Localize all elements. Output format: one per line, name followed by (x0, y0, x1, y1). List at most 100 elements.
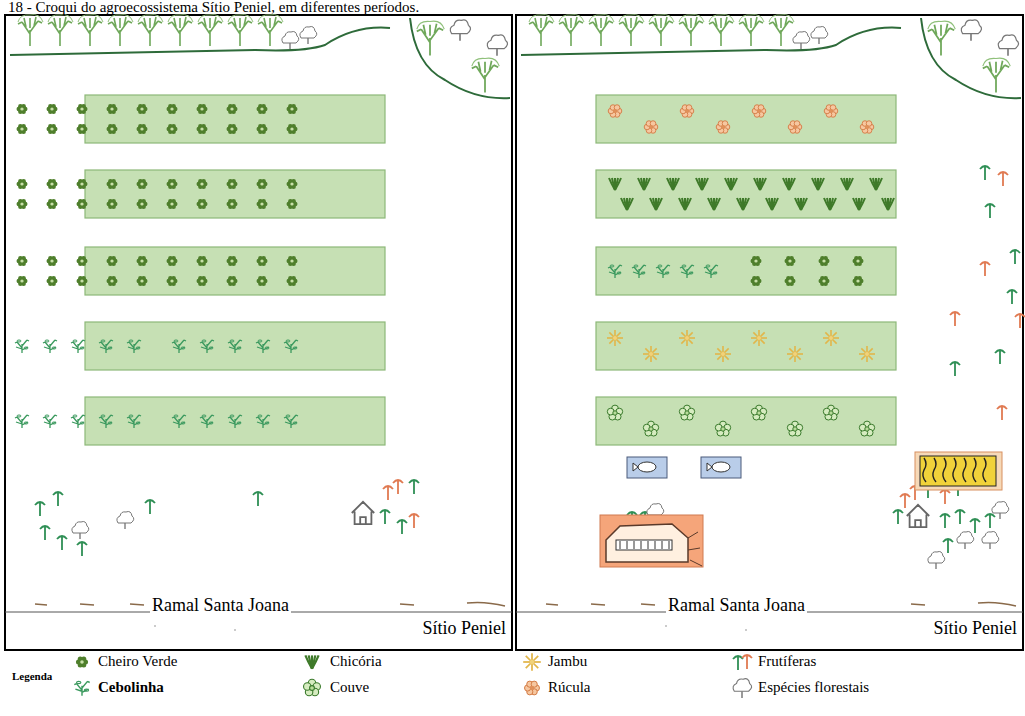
bigtree-icon (619, 15, 644, 46)
fish-tank (627, 457, 667, 478)
map-label: Sítio Peniel (420, 618, 508, 639)
cheiro-icon (167, 256, 178, 266)
fruit-icon (985, 514, 995, 528)
fruit-icon (253, 492, 263, 506)
couve-icon (751, 405, 766, 420)
forest-icon (450, 20, 470, 41)
cebolinha-icon (284, 415, 298, 428)
cheiro-icon (17, 256, 28, 266)
crop-bed (596, 95, 896, 143)
bigtree-icon (529, 15, 554, 46)
map-label: Sítio Peniel (931, 618, 1019, 639)
fruitO-icon (742, 655, 752, 669)
bigtree-icon (649, 15, 674, 46)
cebolinha-icon (656, 265, 670, 278)
chicoria-icon (795, 198, 807, 210)
cheiro-icon (227, 104, 238, 114)
crop-bed (596, 322, 896, 370)
cheiro-icon (167, 104, 178, 114)
site-panel (516, 15, 1025, 650)
cheiro-icon (257, 179, 268, 189)
bigtree-icon (983, 58, 1011, 93)
fruit-icon (980, 166, 990, 180)
fruitO-icon (1015, 314, 1025, 328)
cebolinha-icon (256, 415, 270, 428)
crop-bed (596, 397, 896, 445)
couve-icon (679, 405, 694, 420)
forest-icon (282, 32, 299, 50)
fruit-icon (380, 510, 390, 524)
bigtree-icon (138, 15, 163, 46)
cheiro-icon (76, 656, 88, 667)
fruit-icon (35, 502, 45, 516)
chicoria-icon (667, 178, 679, 190)
bigtree-icon (709, 15, 734, 46)
forest-icon (982, 532, 999, 550)
rucula-icon (752, 105, 766, 118)
jambu-icon (715, 346, 731, 362)
cebolinha-icon (228, 415, 242, 428)
fruit-icon (145, 500, 155, 514)
crop-bed (85, 322, 385, 370)
bigtree-icon (78, 15, 103, 46)
house-icon (352, 502, 374, 524)
cheiro-icon (17, 104, 28, 114)
cebolinha-icon (680, 265, 694, 278)
couve-icon (607, 405, 622, 420)
bigtree-icon (258, 15, 283, 46)
cebolinha-icon (632, 265, 646, 278)
legend-label: Cebolinha (98, 679, 164, 696)
fruit-icon (943, 539, 953, 553)
couve-icon (304, 679, 321, 695)
chicoria-icon (679, 198, 691, 210)
cheiro-icon (257, 199, 268, 209)
cebolinha-icon (256, 340, 270, 353)
legend-label: Espécies florestais (758, 679, 869, 696)
fruitO-icon (409, 514, 419, 528)
crop-bed (596, 170, 896, 218)
fruit-icon (53, 492, 63, 506)
cheiro-icon (197, 104, 208, 114)
chicoria-icon (853, 198, 865, 210)
cheiro-icon (751, 276, 762, 286)
cheiro-icon (137, 124, 148, 134)
cheiro-icon (819, 276, 830, 286)
legend-label: Jambu (548, 653, 587, 670)
legend-icons (74, 653, 752, 698)
fruitO-icon (950, 312, 960, 326)
cheiro-icon (257, 124, 268, 134)
cheiro-icon (77, 104, 88, 114)
cheiro-icon (751, 256, 762, 266)
rucula-icon (680, 105, 694, 118)
cebolinha-icon (172, 415, 186, 428)
forest-icon (487, 35, 507, 56)
cheiro-icon (197, 199, 208, 209)
bigtree-icon (48, 15, 73, 46)
cheiro-icon (819, 256, 830, 266)
cheiro-icon (47, 199, 58, 209)
jambu-icon (859, 346, 875, 362)
cheiro-icon (137, 199, 148, 209)
cebolinha-icon (71, 340, 85, 353)
forest-icon (992, 502, 1009, 520)
cebolinha-icon (99, 340, 113, 353)
fruitO-icon (383, 486, 393, 500)
crop-bed (85, 247, 385, 295)
forest-icon (72, 522, 89, 540)
legend-label: Rúcula (548, 679, 591, 696)
bigtree-icon (198, 15, 223, 46)
rucula-icon (608, 105, 622, 118)
bigtree-icon (589, 15, 614, 46)
cebolinha-icon (15, 415, 29, 428)
cheiro-icon (47, 104, 58, 114)
fruit-icon (409, 480, 419, 494)
cheiro-icon (287, 276, 298, 286)
bigtree-icon (18, 15, 43, 46)
cheiro-icon (257, 104, 268, 114)
chicoria-icon (725, 178, 737, 190)
cheiro-icon (287, 199, 298, 209)
cheiro-icon (257, 276, 268, 286)
cheiro-icon (137, 256, 148, 266)
cheiro-icon (287, 104, 298, 114)
cheiro-icon (227, 179, 238, 189)
